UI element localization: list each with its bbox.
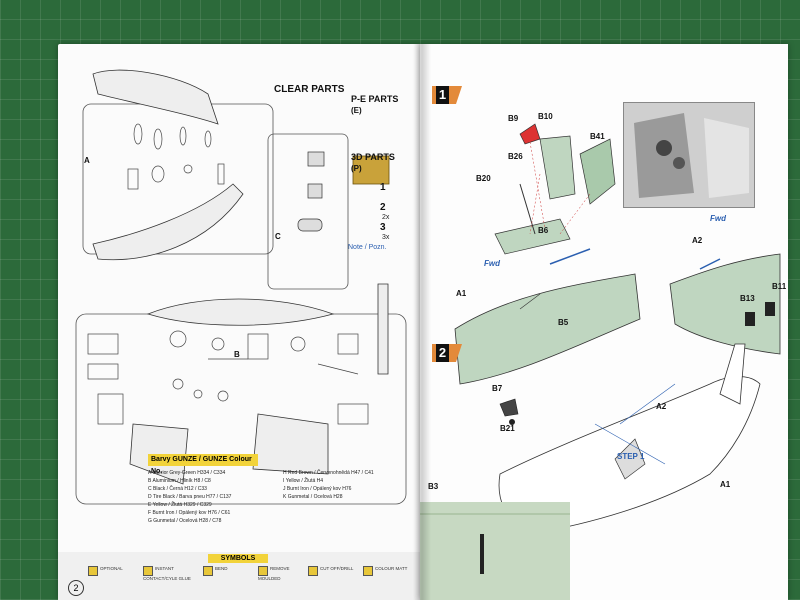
label-a2: A2	[692, 236, 703, 245]
part-b7	[499, 398, 519, 417]
note-3d: Note / Pozn.	[348, 244, 387, 251]
label-step2-a2: A2	[656, 402, 667, 411]
parts-3d-title: 3D PARTS	[351, 152, 395, 162]
colour-row: G Gunmetal / Ocelová H28 / C78	[148, 518, 222, 524]
fuselage-half-upper	[92, 69, 219, 125]
colour-row: F Burnt Iron / Opálený kov H76 / C61	[148, 510, 231, 516]
label-b9: B9	[508, 114, 519, 123]
assembly-diagrams	[420, 123, 781, 600]
fuselage-a2-step1	[669, 253, 781, 355]
symbols-header: SYMBOLS	[208, 554, 268, 563]
label-a1: A1	[456, 289, 467, 298]
photo-etch-fret	[352, 155, 390, 185]
part-b41	[579, 138, 616, 205]
colour-row: E Yellow / Žlutá H329 / C329	[148, 502, 212, 508]
colour-row: D Tire Black / Barva pneu H77 / C137	[148, 494, 232, 500]
item-2: 2	[380, 202, 386, 213]
symbol-item: OPTIONAL	[88, 566, 136, 576]
colour-row: H Red Brown / Červenohnědá H47 / C41	[283, 470, 374, 476]
item-3x: 3x	[382, 234, 390, 241]
wing-part	[146, 298, 335, 326]
booklet-spine	[413, 44, 431, 600]
part-b6	[494, 218, 571, 255]
pe-parts-title: P-E PARTS	[351, 94, 399, 104]
label-b41: B41	[590, 132, 605, 141]
label-b6: B6	[538, 226, 549, 235]
label-fwd-right: Fwd	[710, 214, 726, 223]
cockpit-photo-sketch	[624, 103, 754, 207]
step-2-badge: 2	[432, 344, 462, 362]
sprue-label-a: A	[84, 156, 90, 165]
fuselage-a1-step1	[454, 273, 641, 385]
label-step2-b21: B21	[500, 424, 515, 433]
colour-icon	[363, 566, 373, 576]
cockpit-assembly	[614, 438, 646, 480]
colour-table: A Interior Grey-Green H334 / C334 B Alum…	[148, 454, 398, 554]
cut-icon	[308, 566, 318, 576]
page-number: 2	[68, 580, 84, 596]
label-step-ref: STEP 1	[617, 452, 645, 461]
symbol-item: REMOVE MOULDED	[258, 566, 290, 581]
colour-table-header: Barvy GUNZE / GUNZE Colour No.	[148, 454, 258, 475]
item-2x: 2x	[382, 214, 390, 221]
colour-row: I Yellow / Žlutá H4	[283, 478, 324, 484]
label-step2-a1: A1	[720, 480, 731, 489]
symbol-item: BEND	[203, 566, 251, 576]
part-b21	[509, 419, 515, 425]
label-b10: B10	[538, 112, 553, 121]
item-3: 3	[380, 222, 386, 233]
label-step2-b3: B3	[428, 482, 439, 491]
item-1: 1	[380, 182, 386, 193]
part-b11	[765, 302, 775, 316]
label-b5: B5	[558, 318, 569, 327]
clear-parts-title: CLEAR PARTS	[274, 84, 345, 95]
step-1-badge: 1	[432, 86, 462, 104]
part-b9	[519, 123, 541, 145]
optional-icon	[88, 566, 98, 576]
right-page: 1 2 B9 B10 B41 B26 B20 B6 A1 A2 B5 B13 B…	[420, 44, 788, 600]
clear-parts-frame	[267, 133, 349, 290]
label-b13: B13	[740, 294, 755, 303]
remove-icon	[258, 566, 268, 576]
label-b20: B20	[476, 174, 491, 183]
label-b11: B11	[772, 282, 787, 291]
symbol-item: COLOUR MATT	[363, 566, 411, 576]
cockpit-reference-photo	[623, 102, 755, 208]
parts-3d-sub: (P)	[351, 164, 362, 173]
bend-icon	[203, 566, 213, 576]
glue-icon	[143, 566, 153, 576]
label-fwd-left: Fwd	[484, 259, 500, 268]
detail-inset	[420, 502, 570, 600]
pe-parts-sub: (E)	[351, 106, 362, 115]
instruction-booklet: CLEAR PARTS P-E PARTS (E) 3D PARTS (P) 1…	[58, 44, 788, 600]
part-b10	[539, 135, 576, 200]
sprue-label-b: B	[234, 350, 240, 359]
label-step2-b7: B7	[492, 384, 503, 393]
part-b13	[745, 312, 755, 326]
colour-row: B Aluminium / Hliník H8 / C8	[148, 478, 211, 484]
colour-row: A Interior Grey-Green H334 / C334	[148, 470, 226, 476]
colour-row: J Burnt Iron / Opálený kov H76	[283, 486, 352, 492]
fuselage-half-lower	[92, 183, 244, 261]
symbol-item: CUT OFF/DRILL	[308, 566, 356, 576]
left-page: CLEAR PARTS P-E PARTS (E) 3D PARTS (P) 1…	[58, 44, 420, 600]
label-b26: B26	[508, 152, 523, 161]
symbol-item: INSTANT CONTACT/CYLE GLUE	[143, 566, 191, 581]
sprue-label-c: C	[275, 232, 281, 241]
colour-row: K Gunmetal / Ocelová H28	[283, 494, 343, 500]
colour-row: C Black / Černá H12 / C33	[148, 486, 207, 492]
